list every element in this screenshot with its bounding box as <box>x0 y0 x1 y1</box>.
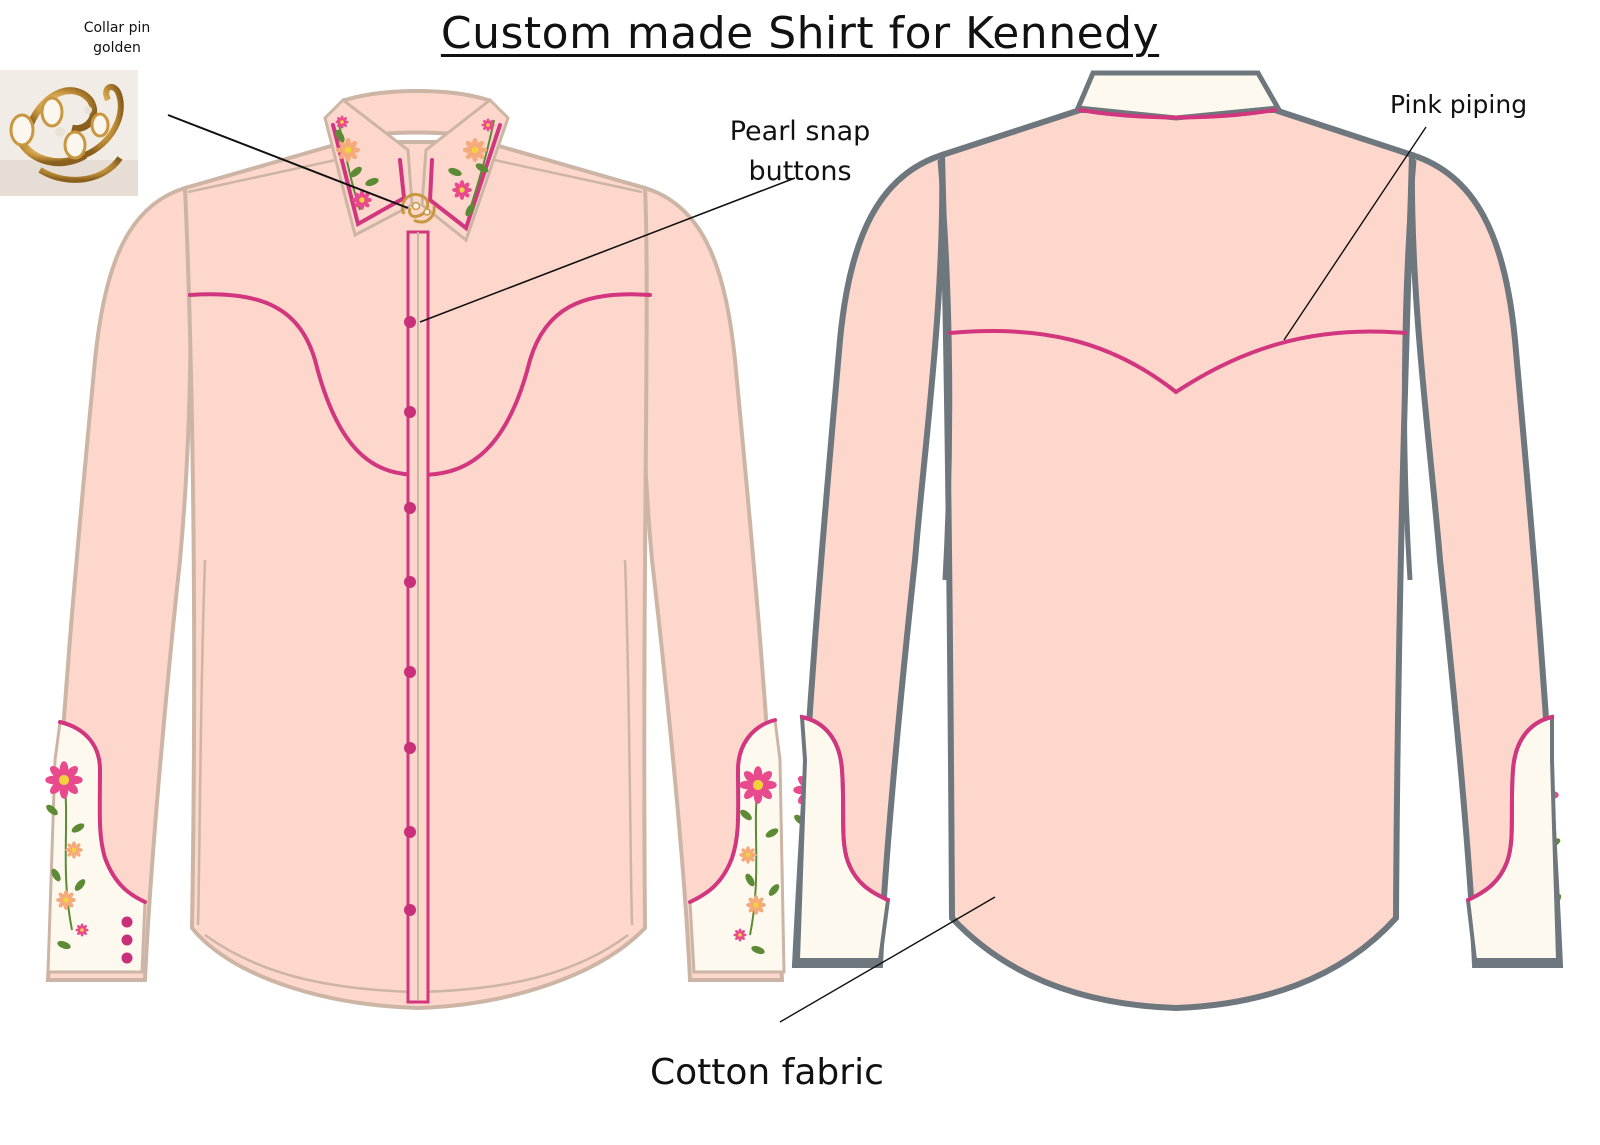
collar-leaf-5 <box>448 167 462 177</box>
front-left-cuff-snaps <box>121 916 133 964</box>
front-left-cuff-sprig-leaf-1 <box>46 804 58 816</box>
front-shirt <box>45 89 786 1011</box>
front-right-cuff-sprig-leaf-3 <box>745 873 755 887</box>
front-right-cuff-piping <box>688 718 777 904</box>
front-right-cuff-sprig-flower-2 <box>739 846 757 864</box>
snap-button-7 <box>404 826 416 838</box>
snap-button-2 <box>404 406 416 418</box>
front-shoulder-seam <box>187 156 643 194</box>
cotton-fabric-label: Cotton fabric <box>650 1052 884 1093</box>
front-left-cuff-sprig-leaf-5 <box>57 940 71 950</box>
front-collar-right-piping <box>427 123 502 232</box>
front-snap-buttons <box>404 316 416 916</box>
front-right-cuff-sprig-flower-4 <box>733 928 747 942</box>
collar-pin-on-shirt <box>401 193 436 224</box>
collar-flower-right-3 <box>481 118 495 132</box>
back-shirt <box>791 70 1564 1012</box>
front-right-cuff-sprig-leaf-5 <box>751 945 765 955</box>
front-right-cuff-sprig-leaf-2 <box>765 828 779 838</box>
back-body <box>938 107 1416 1012</box>
collar-leaf-1 <box>335 129 345 143</box>
back-side-seam <box>937 159 1417 581</box>
back-collar <box>1074 70 1283 121</box>
collar-leaf-3 <box>475 163 489 173</box>
front-left-cuff-piping <box>58 720 147 904</box>
back-right-cuff-piping <box>1466 715 1554 902</box>
snap-button-1 <box>404 316 416 328</box>
collar-flower-right-1 <box>462 137 488 163</box>
front-collar-right <box>420 98 510 243</box>
leader-cotton-fabric <box>779 896 996 1023</box>
front-right-cuff-sprig-flower-3 <box>746 895 766 915</box>
front-collar-left-piping <box>331 123 407 228</box>
front-right-cuff-sprig-leaf-1 <box>740 809 752 821</box>
front-right-cuff-sprig-flower-main <box>739 766 777 804</box>
front-left-cuff-sprig-flower-4 <box>75 923 89 937</box>
collar-leaf-6 <box>365 177 379 187</box>
leader-lines <box>167 114 1427 1023</box>
snap-button-3 <box>404 502 416 514</box>
back-yoke-piping <box>948 329 1407 395</box>
page-title: Custom made Shirt for Kennedy <box>440 8 1160 59</box>
front-left-cuff-sprig-flower-main <box>45 761 83 799</box>
front-left-cuff-sprig-leaf-4 <box>74 879 86 891</box>
front-left-cuff-sprig-leaf-2 <box>71 823 85 833</box>
snap-button-8 <box>404 904 416 916</box>
front-left-cuff-sprig-flower-2 <box>65 841 83 859</box>
front-left-cuff-sprig-flower-3 <box>56 890 76 910</box>
leader-pink-piping <box>1283 126 1427 341</box>
pink-piping-label: Pink piping <box>1390 90 1528 119</box>
collar-pin-photo <box>0 70 138 196</box>
front-left-cuff-sprig-leaf-3 <box>51 868 61 882</box>
back-collar-piping <box>1078 108 1277 120</box>
leader-pearl-snap <box>419 177 796 323</box>
collar-leaf-4 <box>465 203 475 217</box>
front-right-cuff-sprig-leaf-4 <box>768 884 780 896</box>
snap-button-6 <box>404 742 416 754</box>
front-side-seam <box>196 559 634 926</box>
collar-flower-left-1 <box>335 137 361 163</box>
snap-button-4 <box>404 576 416 588</box>
leader-collar-pin <box>167 114 409 209</box>
collar-flower-right-2 <box>452 180 472 200</box>
snap-button-5 <box>404 666 416 678</box>
collar-flower-left-3 <box>335 115 349 129</box>
collar-flower-left-2 <box>352 190 372 210</box>
back-left-cuff-piping <box>800 715 890 902</box>
collar-leaf-2 <box>350 166 362 178</box>
pearl-snap-label: Pearl snap buttons <box>729 116 871 187</box>
